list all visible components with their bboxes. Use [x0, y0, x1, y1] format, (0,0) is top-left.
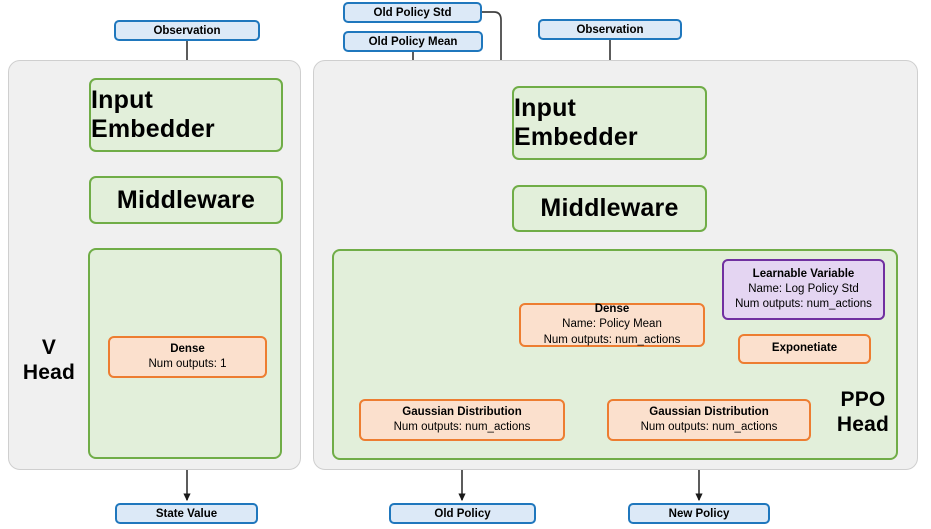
gaussian-new-title: Gaussian Distribution	[649, 405, 769, 418]
ppo-dense-name: Name: Policy Mean	[562, 318, 662, 331]
ppo-head-exponentiate[interactable]: Exponetiate	[738, 334, 871, 364]
gaussian-new-num-outputs: Num outputs: num_actions	[640, 421, 778, 433]
ppo-head-label: PPO Head	[820, 388, 906, 438]
ppo-head-gaussian-new[interactable]: Gaussian Distribution Num outputs: num_a…	[607, 399, 811, 441]
input-old-policy-mean[interactable]: Old Policy Mean	[343, 31, 483, 52]
v-head-dense-title: Dense	[170, 342, 205, 355]
ppo-dense-num-outputs: Num outputs: num_actions	[543, 333, 681, 346]
v-head-input-embedder[interactable]: Input Embedder	[89, 78, 283, 152]
output-old-policy[interactable]: Old Policy	[389, 503, 536, 524]
v-head-middleware[interactable]: Middleware	[89, 176, 283, 224]
ppo-head-label-line1: PPO Head	[836, 388, 890, 436]
v-head-label-line1: V Head	[22, 336, 76, 384]
ppo-head-dense-policy-mean[interactable]: Dense Name: Policy Mean Num outputs: num…	[519, 303, 705, 347]
input-old-policy-std[interactable]: Old Policy Std	[343, 2, 482, 23]
input-observation-v[interactable]: Observation	[114, 20, 260, 41]
input-observation-ppo[interactable]: Observation	[538, 19, 682, 40]
v-head-dense-num-outputs: Num outputs: 1	[148, 358, 227, 370]
exponentiate-title: Exponetiate	[771, 342, 838, 355]
output-state-value[interactable]: State Value	[115, 503, 258, 524]
ppo-dense-title: Dense	[594, 303, 630, 316]
ppo-head-gaussian-old[interactable]: Gaussian Distribution Num outputs: num_a…	[359, 399, 565, 441]
learnable-variable-name: Name: Log Policy Std	[748, 282, 859, 295]
ppo-head-middleware[interactable]: Middleware	[512, 185, 707, 232]
learnable-variable-title: Learnable Variable	[752, 267, 855, 280]
output-new-policy[interactable]: New Policy	[628, 503, 770, 524]
ppo-head-input-embedder[interactable]: Input Embedder	[512, 86, 707, 160]
ppo-head-learnable-variable[interactable]: Learnable Variable Name: Log Policy Std …	[722, 259, 885, 320]
v-head-label: V Head	[14, 336, 84, 386]
learnable-variable-num-outputs: Num outputs: num_actions	[735, 298, 872, 311]
v-head-dense[interactable]: Dense Num outputs: 1	[108, 336, 267, 378]
gaussian-old-num-outputs: Num outputs: num_actions	[393, 421, 531, 433]
gaussian-old-title: Gaussian Distribution	[402, 405, 522, 418]
